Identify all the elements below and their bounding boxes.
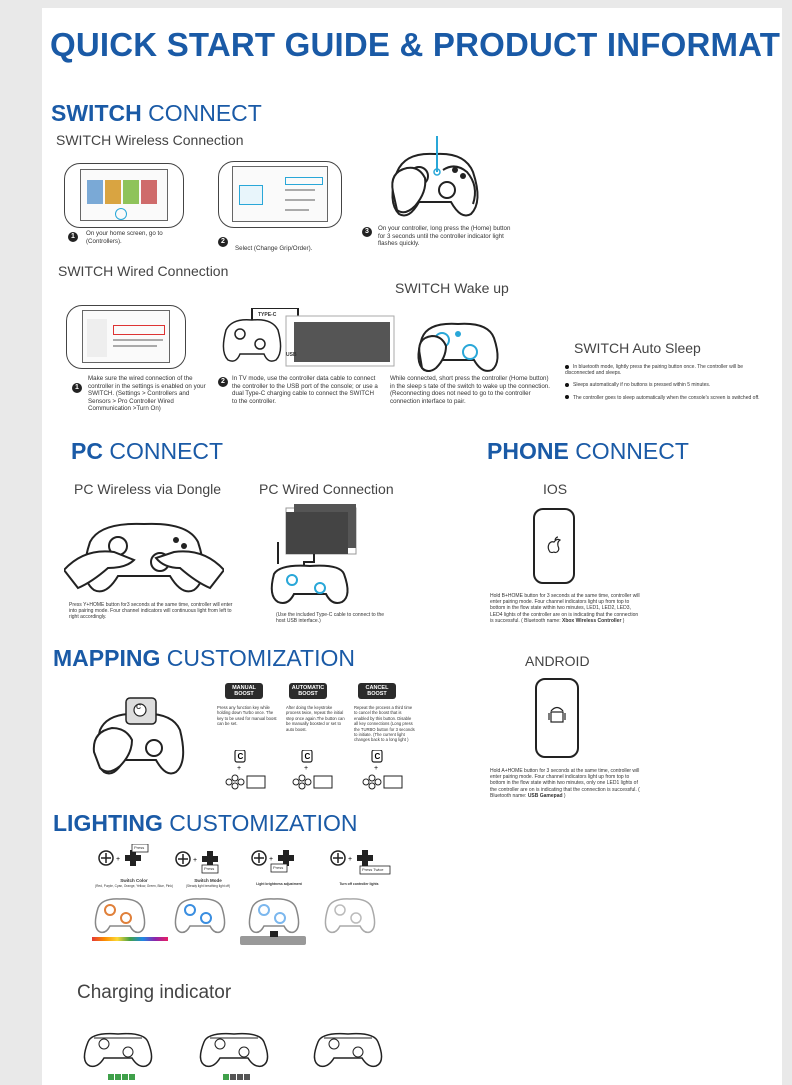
svg-text:C: C <box>305 752 311 761</box>
page-title: QUICK START GUIDE & PRODUCT INFORMATION <box>50 26 782 63</box>
switch-wake-title: SWITCH Wake up <box>395 280 509 296</box>
svg-text:C: C <box>238 752 244 761</box>
color-spectrum-bar <box>92 937 168 941</box>
step-number-1: 1 <box>68 232 78 242</box>
controller-mode-illustration <box>172 892 228 936</box>
switch-wake-text: While connected, short press the control… <box>390 375 550 405</box>
charging-leds-charging <box>223 1067 251 1085</box>
manual-boost-badge: MANUAL BOOST <box>225 683 263 699</box>
switch-controllers-menu-illustration <box>218 161 342 228</box>
cancel-boost-text: Repeat the process a third time to cance… <box>354 705 415 743</box>
manual-boost-text: Press any function key while holding dow… <box>217 705 277 727</box>
c-button-label: C <box>136 704 142 711</box>
brightness-scale <box>240 931 306 945</box>
pc-wired-illustration <box>264 502 360 610</box>
cancel-boost-badge: CANCEL BOOST <box>358 683 396 699</box>
switch-connect-heading: SWITCH CONNECT <box>51 100 262 127</box>
switch-wired-step1: 1 Make sure the wired connection of the … <box>72 375 212 413</box>
heading-rest: CONNECT <box>148 100 262 126</box>
press-label: Press <box>273 865 284 870</box>
switch-dock-cable-illustration: TYPE-C USB <box>222 307 398 370</box>
mapping-heading: MAPPING CUSTOMIZATION <box>53 645 355 671</box>
pc-wireless-title: PC Wireless via Dongle <box>74 481 222 497</box>
cancel-boost-combo-icon: C+ <box>360 749 404 794</box>
switch-color-caption: Switch Color <box>120 878 148 883</box>
controller-wake-illustration <box>412 308 504 378</box>
android-phone-illustration <box>535 678 579 758</box>
step1-text: On your home screen, go to (Controllers)… <box>86 230 163 245</box>
type-c-label: TYPE-C <box>258 312 277 318</box>
svg-text:+: + <box>193 857 197 864</box>
step3-text: On your controller, long press the (Home… <box>378 225 511 248</box>
wired-step1-text: Make sure the wired connection of the co… <box>88 375 206 413</box>
switch-step3: 3 On your controller, long press the (Ho… <box>362 225 512 248</box>
switch-step2: Select (Change Grip/Order). <box>235 245 313 252</box>
svg-text:+: + <box>348 856 352 863</box>
pc-wired-text: (Use the included Type-C cable to connec… <box>276 612 385 625</box>
svg-text:+: + <box>304 765 308 772</box>
svg-text:+: + <box>269 856 273 863</box>
ios-title: IOS <box>543 481 568 497</box>
switch-settings-illustration <box>66 305 186 369</box>
charging-controller-1 <box>80 1028 156 1068</box>
switch-wired-step2: 2 In TV mode, use the controller data ca… <box>218 375 380 405</box>
lighting-combo-2: + Press <box>173 847 233 875</box>
press-label: Press <box>204 866 215 871</box>
ios-text: Hold B+HOME button for 3 seconds at the … <box>490 593 640 624</box>
pc-dongle-illustration <box>62 508 226 600</box>
automatic-boost-combo-icon: C+ <box>290 749 334 794</box>
lighting-combo-3: + Press <box>249 846 309 874</box>
brightness-caption: Light brightness adjustment <box>256 882 302 886</box>
switch-mode-subcaption: (Steady light breathing light off) <box>185 884 231 888</box>
android-text: Hold A+HOME button for 3 seconds at the … <box>490 768 640 799</box>
lighting-combo-4: + Press Twice <box>328 846 392 876</box>
lighting-combo-1: + Press <box>96 843 156 872</box>
usb-label: USB <box>286 352 297 358</box>
switch-sleep-list: In bluetooth mode, lightly press the pai… <box>565 364 765 401</box>
heading-bold: SWITCH <box>51 100 142 126</box>
charging-controller-3 <box>310 1028 386 1068</box>
lights-off-caption: Turn off controller lights <box>339 882 379 886</box>
svg-text:+: + <box>237 765 241 772</box>
controller-home-press-illustration <box>385 132 485 224</box>
switch-mode-caption: Switch Mode <box>194 878 222 883</box>
sleep-item: In bluetooth mode, lightly press the pai… <box>565 364 744 377</box>
automatic-boost-badge: AUTOMATIC BOOST <box>289 683 327 699</box>
automatic-boost-text: After doing the keystroke process twice,… <box>286 705 345 732</box>
switch-step2-number: 2 <box>218 230 228 248</box>
svg-text:+: + <box>116 856 120 863</box>
iphone-illustration <box>533 508 575 584</box>
controller-color-illustration <box>92 892 148 936</box>
svg-text:+: + <box>374 765 378 772</box>
press-label: Press <box>134 845 145 850</box>
page: QUICK START GUIDE & PRODUCT INFORMATION … <box>42 8 782 1085</box>
controller-brightness-illustration <box>246 892 302 936</box>
switch-step1: 1 On your home screen, go to (Controller… <box>68 230 168 245</box>
charging-title: Charging indicator <box>77 982 232 1003</box>
wired-step2-text: In TV mode, use the controller data cabl… <box>232 375 378 405</box>
switch-wired-title: SWITCH Wired Connection <box>58 263 229 279</box>
sleep-item: Sleeps automatically if no buttons is pr… <box>565 382 765 388</box>
press-twice-label: Press Twice <box>362 867 384 872</box>
charging-controller-2 <box>196 1028 272 1068</box>
charging-leds-full <box>108 1067 136 1085</box>
switch-color-subcaption: (Red, Purple, Cyan, Orange, Yellow, Gree… <box>95 884 173 888</box>
switch-home-screen-illustration <box>64 163 184 228</box>
manual-boost-combo-icon: C+ <box>223 749 267 794</box>
pc-wired-title: PC Wired Connection <box>259 481 394 497</box>
pc-connect-heading: PC CONNECT <box>71 438 224 464</box>
controller-off-illustration <box>322 892 378 936</box>
switch-wireless-title: SWITCH Wireless Connection <box>56 132 244 148</box>
svg-text:C: C <box>375 752 381 761</box>
lighting-heading: LIGHTING CUSTOMIZATION <box>53 810 358 836</box>
mapping-controller-illustration: C <box>90 688 190 784</box>
sleep-item: The controller goes to sleep automatical… <box>565 395 765 401</box>
android-title: ANDROID <box>525 653 590 669</box>
pc-wireless-text: Press Y+HOME button for3 seconds at the … <box>69 602 233 621</box>
switch-sleep-title: SWITCH Auto Sleep <box>574 340 701 356</box>
phone-connect-heading: PHONE CONNECT <box>487 438 689 464</box>
